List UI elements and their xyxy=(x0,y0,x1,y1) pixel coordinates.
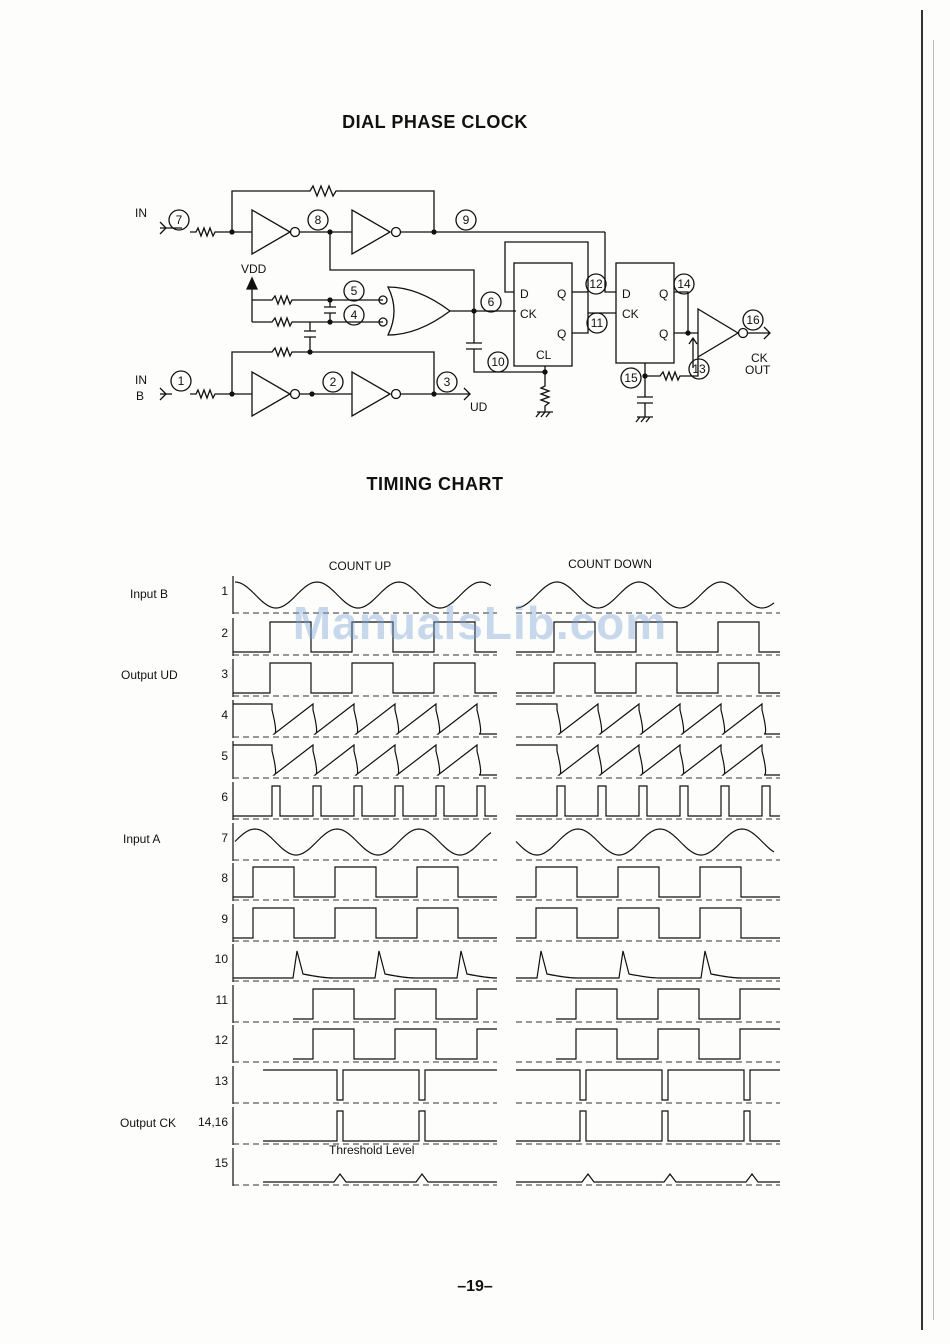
row-number: 6 xyxy=(221,790,228,804)
row-number: 14,16 xyxy=(198,1115,228,1129)
timing-row xyxy=(233,985,780,1023)
ff2-q2-label: Q xyxy=(659,327,668,341)
bottom-input-path xyxy=(160,322,470,416)
row-number: 7 xyxy=(221,831,228,845)
timing-row xyxy=(233,904,780,942)
timing-row xyxy=(233,1107,780,1145)
svg-text:15: 15 xyxy=(624,371,638,385)
row-name-input-a: Input A xyxy=(123,832,160,846)
row-name-output-ck: Output CK xyxy=(120,1116,176,1130)
svg-text:6: 6 xyxy=(488,295,495,309)
timing-row xyxy=(233,741,780,779)
row-number: 11 xyxy=(216,993,229,1007)
label-in-top: IN xyxy=(135,206,147,220)
ff1-cl-label: CL xyxy=(536,348,552,362)
timing-row xyxy=(233,944,780,982)
svg-text:8: 8 xyxy=(315,213,322,227)
threshold-label: Threshold Level xyxy=(329,1143,414,1157)
svg-text:14: 14 xyxy=(677,277,691,291)
label-ck-out-2: OUT xyxy=(745,363,771,377)
row-number: 1 xyxy=(221,584,228,598)
svg-text:12: 12 xyxy=(589,277,603,291)
timing-row xyxy=(233,700,780,738)
svg-text:9: 9 xyxy=(463,213,470,227)
ff1-q-label: Q xyxy=(557,287,566,301)
ff1-d-label: D xyxy=(520,287,529,301)
row-number: 12 xyxy=(215,1033,229,1047)
svg-text:3: 3 xyxy=(444,375,451,389)
timing-row xyxy=(233,863,780,901)
svg-text:7: 7 xyxy=(176,213,183,227)
page-number: –19– xyxy=(0,1278,950,1296)
timing-row xyxy=(233,1148,780,1186)
ff1-q2-label: Q xyxy=(557,327,566,341)
ff1-ck-label: CK xyxy=(520,307,537,321)
row-name-output-ud: Output UD xyxy=(121,668,178,682)
watermark: ManualsLib.com xyxy=(240,596,720,650)
col-label-count-up: COUNT UP xyxy=(329,559,391,573)
svg-text:2: 2 xyxy=(330,375,337,389)
chart-title: TIMING CHART xyxy=(0,474,910,495)
row-number: 9 xyxy=(221,912,228,926)
row-name-input-b: Input B xyxy=(130,587,168,601)
timing-row xyxy=(233,782,780,820)
row-number: 10 xyxy=(215,952,229,966)
row-number: 2 xyxy=(221,626,228,640)
svg-text:10: 10 xyxy=(491,355,505,369)
label-b: B xyxy=(136,389,144,403)
ff2-d-label: D xyxy=(622,287,631,301)
timing-row xyxy=(233,659,780,697)
waveforms xyxy=(233,576,780,1186)
row-number: 13 xyxy=(215,1074,229,1088)
row-number: 8 xyxy=(221,871,228,885)
label-in-bottom: IN xyxy=(135,373,147,387)
label-ud: UD xyxy=(470,400,488,414)
svg-text:13: 13 xyxy=(692,362,706,376)
top-input-path xyxy=(160,186,605,343)
svg-text:11: 11 xyxy=(591,316,604,330)
svg-text:1: 1 xyxy=(178,374,185,388)
col-label-count-down: COUNT DOWN xyxy=(568,557,652,571)
svg-text:4: 4 xyxy=(351,308,358,322)
ff2-ck-label: CK xyxy=(622,307,639,321)
svg-text:5: 5 xyxy=(351,284,358,298)
row-number: 15 xyxy=(215,1156,229,1170)
row-number: 3 xyxy=(221,667,228,681)
timing-row xyxy=(233,823,780,861)
row-number: 4 xyxy=(221,708,228,722)
ff2-q-label: Q xyxy=(659,287,668,301)
row-number: 5 xyxy=(221,749,228,763)
timing-row xyxy=(233,1066,780,1104)
timing-row xyxy=(233,1025,780,1063)
label-vdd: VDD xyxy=(241,262,267,276)
svg-text:16: 16 xyxy=(746,313,760,327)
circuit-schematic: IN IN B VDD UD CK OUT xyxy=(0,0,950,460)
